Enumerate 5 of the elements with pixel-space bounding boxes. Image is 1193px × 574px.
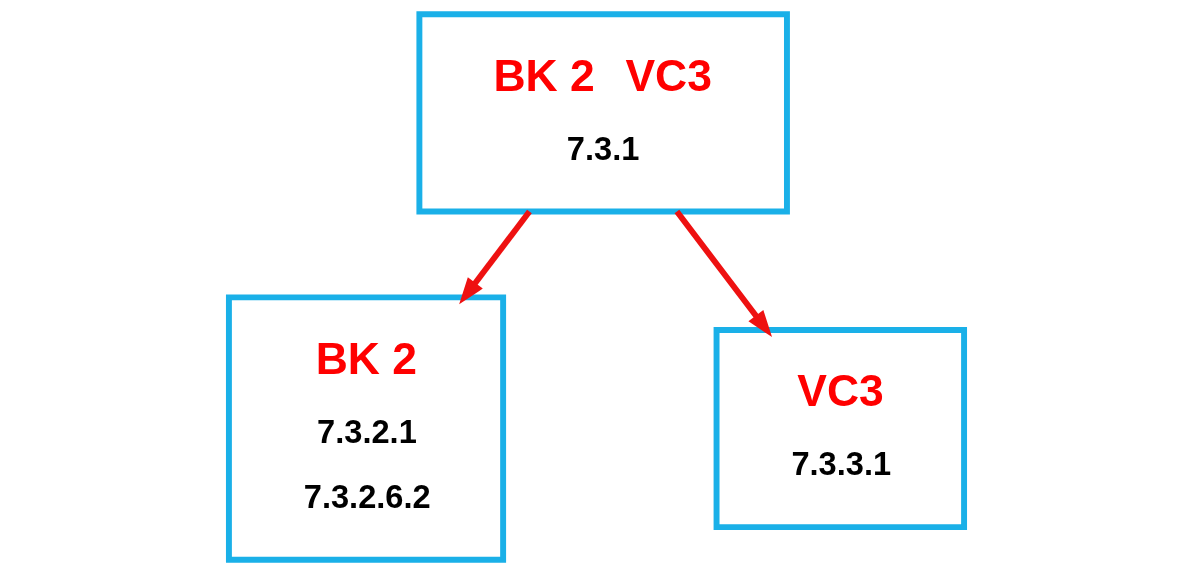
arrow [459,209,532,305]
node-box: VC3 7.3.3.1 [713,327,968,531]
node-box: BK 2 7.3.2.1 7.3.2.6.2 [225,294,507,563]
arrow [674,209,773,338]
node-box: BK 2 VC3 7.3.1 [416,11,790,215]
